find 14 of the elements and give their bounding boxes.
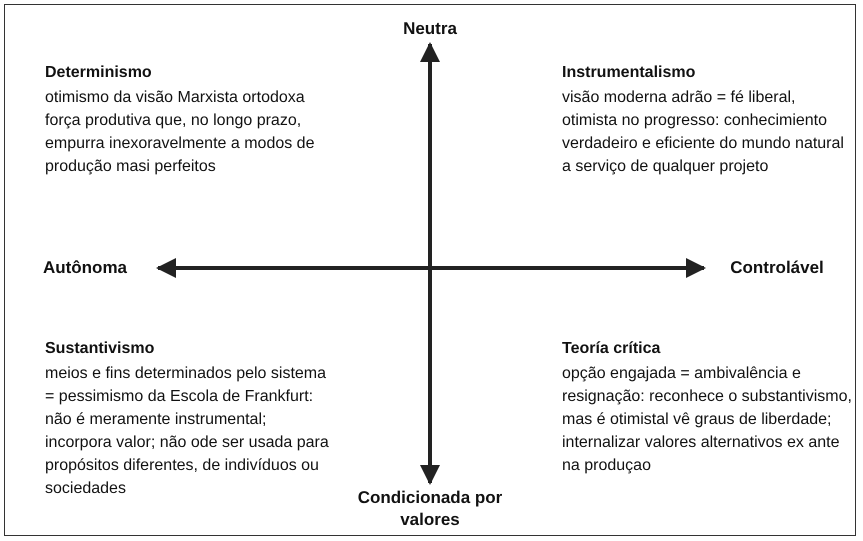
- double-arrow: [156, 258, 706, 278]
- axis-label: Neutra: [380, 18, 480, 40]
- axis-label: Controlável: [712, 257, 842, 279]
- quadrant-text: opção engajada = ambivalência e resignação: reconhece o substantivismo, mas é otimistal vê graus de liberdade; internalizar valores alternativos ex ante na produçao: [562, 364, 852, 476]
- quadrant-text: visão moderna adrão = fé liberal, otimista no progresso: conhecimiento verdadeiro e eficiente do mundo natural a serviço de qualquer projeto: [562, 88, 845, 177]
- quadrant-heading: Sustantivismo: [45, 339, 154, 359]
- quadrant-text: meios e fins determinados pelo sistema = pessimismo da Escola de Frankfurt: não é meramente instrumental; incorpora valor; não ode ser usada para propósitos diferentes, de indivíduos ou sociedades: [45, 364, 330, 499]
- quadrant-text: otimismo da visão Marxista ortodoxa força produtiva que, no longo prazo, empurra inexoravelmente a modos de produção masi perfeitos: [45, 88, 316, 177]
- axis-label: Condicionada por valores: [355, 487, 505, 531]
- quadrant-heading: Determinismo: [45, 63, 152, 83]
- quadrant-heading: Teoría crítica: [562, 339, 660, 359]
- double-arrow: [420, 42, 440, 485]
- quadrant-heading: Instrumentalismo: [562, 63, 696, 83]
- axis-label: Autônoma: [20, 257, 150, 279]
